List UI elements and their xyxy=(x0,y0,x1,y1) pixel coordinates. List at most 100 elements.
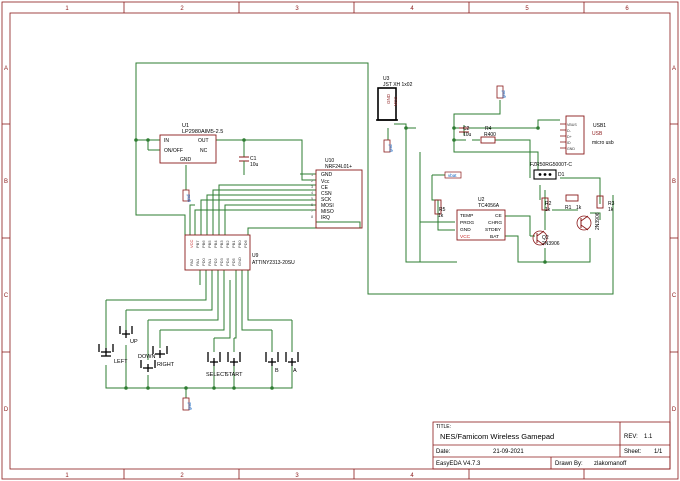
u1-pin-nc: NC xyxy=(200,148,208,154)
button-start[interactable] xyxy=(227,352,241,366)
col-label-3: 3 xyxy=(295,6,299,12)
sheet-value: 1/1 xyxy=(654,449,663,455)
r2-ref: R2 xyxy=(545,201,552,207)
q2-transistor[interactable]: Q2 2N3906 xyxy=(532,230,560,247)
schematic-title: NES/Famicom Wireless Gamepad xyxy=(440,432,554,441)
u9-pin-pd0: PD0 xyxy=(201,257,206,266)
r3-resistor[interactable]: R3 1k xyxy=(596,195,615,213)
u9-pin-pd4: PD4 xyxy=(225,257,230,266)
usb1-pin-gnd: GND xyxy=(567,147,575,151)
buttons xyxy=(98,326,299,372)
r4-value: R400 xyxy=(484,132,496,138)
u10-part: NRF24L01+ xyxy=(325,164,352,170)
u1-pin-gnd: GND xyxy=(180,157,192,163)
u9-pin-pa2: PA2 xyxy=(189,258,194,266)
r4-ref: R4 xyxy=(485,126,492,132)
button-b[interactable] xyxy=(265,352,279,366)
c2-value: 10u xyxy=(463,132,472,138)
button-select[interactable] xyxy=(207,352,221,366)
u2-pin-gnd: GND xyxy=(460,227,471,233)
col-label-4: 4 xyxy=(410,6,414,12)
u9-pin-gnd: GND xyxy=(237,257,242,266)
u9-pin-pd3: PD3 xyxy=(219,257,224,266)
u9-pin-pb0: PB0 xyxy=(237,240,242,248)
c1-ref: C1 xyxy=(250,156,257,162)
u9-part: ATTINY2313-20SU xyxy=(252,260,295,266)
row-label-d: D xyxy=(4,407,9,413)
button-left[interactable] xyxy=(98,344,114,357)
u10-pin-ce: CE xyxy=(321,185,329,191)
usb1-connector[interactable]: VBUS D- D+ ID GND USB1 USB micro usb xyxy=(560,115,614,155)
q2-part: 2N3906 xyxy=(542,241,560,247)
date-value: 21-09-2021 xyxy=(493,449,524,455)
r3-value: 1k xyxy=(608,207,614,213)
d1-ref: D1 xyxy=(558,172,565,178)
u9-pin-pb1: PB1 xyxy=(231,240,236,248)
usb1-pin-dp: D+ xyxy=(567,135,572,139)
sheet-label: Sheet: xyxy=(624,449,642,455)
u10-radio-module[interactable]: U10 NRF24L01+ GND Vcc CE CSN SCK MOSI MI… xyxy=(311,158,363,229)
button-down[interactable] xyxy=(140,360,156,372)
button-select-label: SELECT xyxy=(206,372,228,378)
u10-pin-num-8: 8 xyxy=(311,215,313,219)
usb1-name: USB xyxy=(592,131,603,137)
gnd-symbols xyxy=(182,85,504,411)
gnd-label-top: gnd xyxy=(501,90,506,98)
d1-component[interactable]: FZR50RG5000T-C D1 xyxy=(530,162,572,180)
button-up[interactable] xyxy=(119,326,133,338)
u2-part: TC4056A xyxy=(478,203,500,209)
button-down-label: DOWN xyxy=(138,354,155,360)
u1-regulator[interactable]: U1 LP2980AIM5-2.5 IN ON/OFF GND OUT NC xyxy=(159,123,223,164)
r5-resistor[interactable]: R5 1k xyxy=(434,199,446,219)
c1-capacitor[interactable]: C1 10u xyxy=(239,156,259,168)
u10-pin-num-7: 7 xyxy=(311,209,313,213)
svg-text:vbat: vbat xyxy=(448,173,457,178)
button-start-label: START xyxy=(225,372,243,378)
r3-ref: R3 xyxy=(608,201,615,207)
row-label-c-right: C xyxy=(672,293,677,299)
usb1-pin-id: ID xyxy=(567,141,571,145)
u10-pin-miso: MISO xyxy=(321,209,334,215)
title-label: TITLE: xyxy=(436,424,451,430)
rev-label: REV: xyxy=(624,434,638,440)
r4-resistor[interactable]: R4 R400 xyxy=(480,126,496,144)
row-label-b: B xyxy=(4,179,8,185)
button-a[interactable] xyxy=(285,352,299,366)
button-b-label: B xyxy=(275,368,279,374)
r1-ref: R1 xyxy=(565,205,572,211)
u9-pin-pd2: PD2 xyxy=(213,257,218,266)
u1-ref: U1 xyxy=(182,123,189,129)
u2-charger-ic[interactable]: U2 TC4056A TEMP PROG GND VCC CE CHRG STD… xyxy=(456,197,506,241)
row-label-c: C xyxy=(4,293,9,299)
q1-transistor[interactable]: 2N3906 xyxy=(576,212,601,231)
u1-pin-in: IN xyxy=(164,138,169,144)
r2-resistor[interactable]: R2 1k xyxy=(541,197,552,213)
u9-microcontroller[interactable]: U9 ATTINY2313-20SU VCC PB7 PB6 PB5 PB4 P… xyxy=(184,234,295,271)
u1-pin-onoff: ON/OFF xyxy=(164,148,183,154)
drawn-by-value: zlakomanoff xyxy=(594,461,627,467)
u2-pin-chrg: CHRG xyxy=(488,220,502,226)
button-right[interactable] xyxy=(152,346,168,358)
u2-pin-temp: TEMP xyxy=(460,213,473,219)
u10-pin-gnd: GND xyxy=(321,172,333,178)
date-label: Date: xyxy=(436,449,451,455)
u3-battery-connector[interactable]: U3 JST XH 1x02 GND VCC xyxy=(376,76,413,121)
col-label-2-bottom: 2 xyxy=(180,473,184,479)
u10-pin-num-1: 1 xyxy=(311,173,313,177)
button-left-label: LEFT xyxy=(114,359,128,365)
u10-pin-num-2: 2 xyxy=(311,179,313,183)
u10-pin-irq: IRQ xyxy=(321,215,330,221)
col-label-1: 1 xyxy=(65,6,69,12)
r2-value: 1k xyxy=(545,207,551,213)
wires xyxy=(105,62,614,398)
gnd-label-buttons: gnd xyxy=(187,402,192,410)
c1-value: 10u xyxy=(250,162,259,168)
row-label-a: A xyxy=(4,66,8,72)
u1-part: LP2980AIM5-2.5 xyxy=(182,129,223,135)
row-label-b-right: B xyxy=(672,179,676,185)
u10-pin-csn: CSN xyxy=(321,191,332,197)
r1-resistor[interactable]: R1 1k xyxy=(565,194,582,211)
row-label-a-right: A xyxy=(672,66,676,72)
c2-capacitor[interactable]: C2 10u xyxy=(459,126,472,138)
